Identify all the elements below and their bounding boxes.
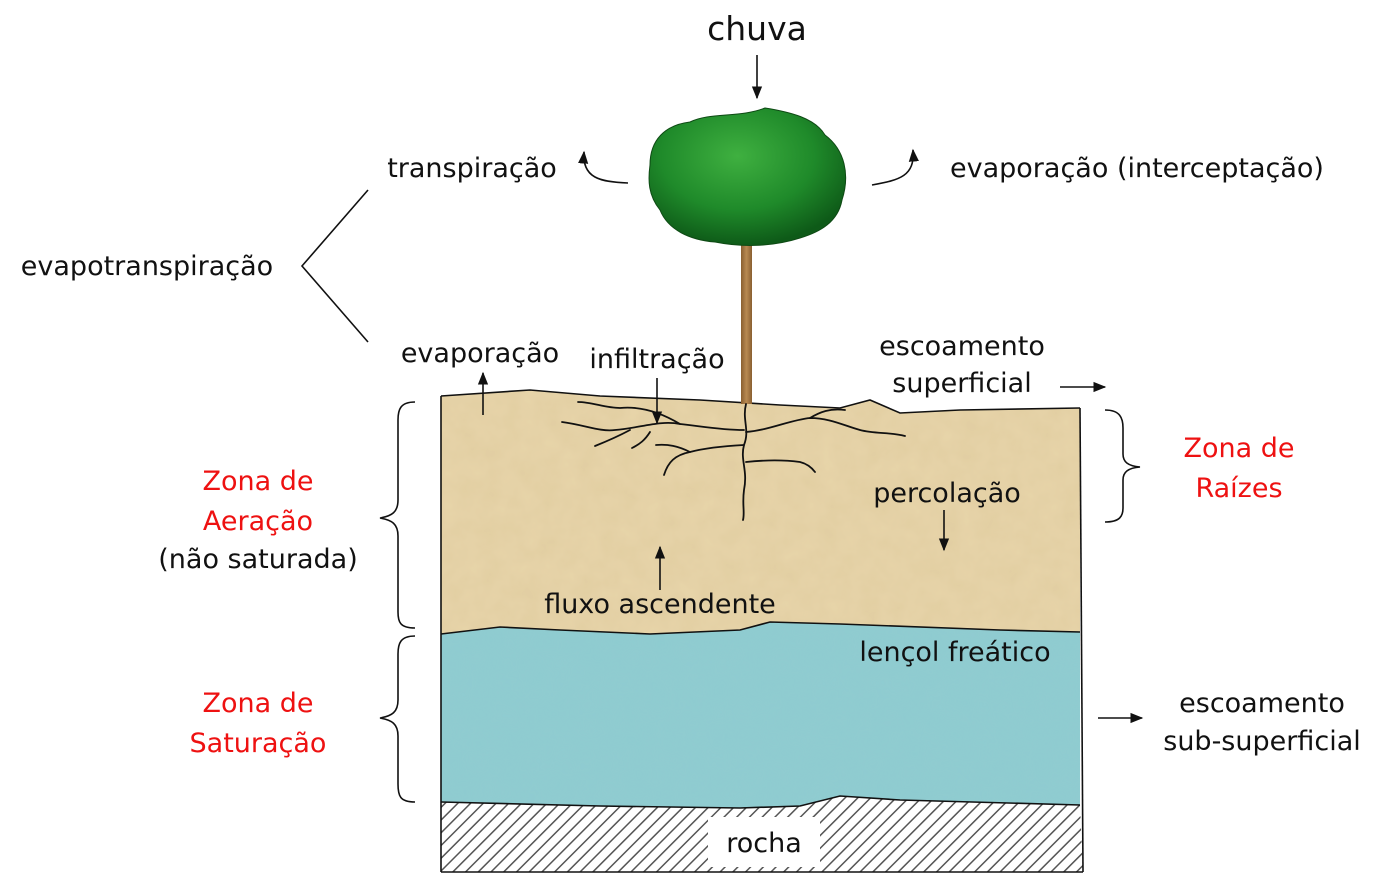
evapotranspiration-label: evapotranspiração [21,251,273,282]
evapotranspiration-bracket [300,189,369,343]
aeration-zone-brace [379,401,416,629]
aeration-zone-label-1: Zona de [202,466,313,497]
transpiration-label: transpiração [387,153,557,184]
saturation-zone-brace [379,635,416,803]
rock-label: rocha [726,828,802,859]
infiltration-label: infiltração [589,344,724,375]
rain-label: chuva [707,9,807,48]
tree-trunk [741,242,752,404]
transpiration-arrow [578,150,629,184]
tree-crown [648,107,847,246]
water-layer [441,622,1080,808]
water-table-label: lençol freático [859,637,1050,668]
surface-runoff-label-1: escoamento [879,331,1045,362]
aeration-zone-label-2: Aeração [203,506,313,537]
interception-evaporation-arrow [871,148,919,186]
saturation-zone-label-1: Zona de [202,688,313,719]
rock-label-box [708,817,820,867]
saturation-zone-label-2: Saturação [190,728,327,759]
root-zone-brace [1104,409,1141,523]
aeration-zone-label-3: (não saturada) [158,544,357,575]
subsurface-runoff-label-2: sub-superficial [1163,726,1361,757]
percolation-label: percolação [873,478,1021,509]
root-zone-label-1: Zona de [1183,433,1294,464]
subsurface-runoff-label-1: escoamento [1179,688,1345,719]
surface-runoff-label-2: superficial [892,368,1031,399]
tree-roots [561,401,906,521]
evaporation-label: evaporação [401,338,559,369]
soil-layer [441,390,1080,634]
upward-flow-label: fluxo ascendente [544,589,776,620]
interception-evaporation-label: evaporação (interceptação) [950,153,1324,184]
root-zone-label-2: Raízes [1195,473,1282,504]
